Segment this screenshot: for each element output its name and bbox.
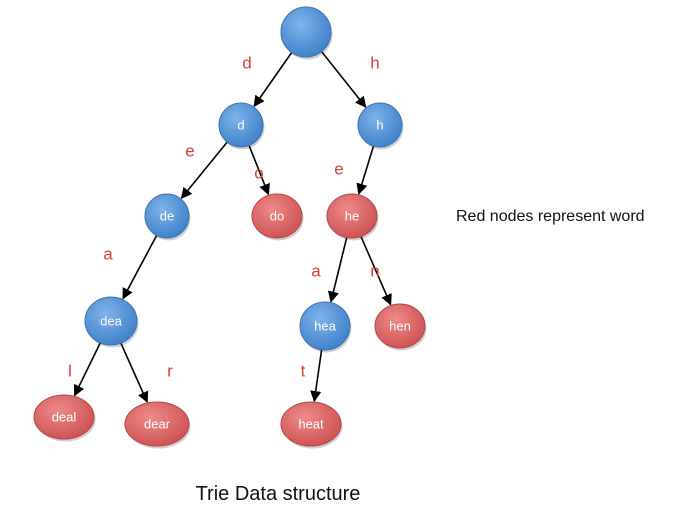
edge-d-de: [180, 141, 228, 200]
node-d-shape: [218, 102, 264, 148]
node-label-d: d: [237, 117, 244, 132]
node-label-dear: dear: [144, 416, 171, 431]
edge-label-de-dea: a: [103, 244, 113, 263]
edge-label-d-de: e: [185, 141, 194, 160]
node-label-he: he: [345, 208, 359, 223]
edge-label-root-d: d: [242, 53, 251, 72]
node-label-hea: hea: [314, 318, 336, 333]
node-h-shape: [357, 102, 403, 148]
node-de-shape: [144, 193, 190, 239]
node-label-heat: heat: [298, 416, 324, 431]
legend-text: Red nodes represent word: [456, 208, 645, 225]
node-label-deal: deal: [52, 409, 77, 424]
diagram-caption: Trie Data structure: [195, 483, 361, 505]
edge-label-hea-heat: t: [301, 361, 306, 380]
node-de: de: [144, 193, 191, 241]
node-heat: heat: [280, 401, 343, 449]
node-root-shape: [280, 6, 332, 58]
edge-root-h: [320, 51, 367, 108]
node-dea: dea: [84, 296, 139, 348]
node-deal-shape: [33, 394, 95, 440]
node-he-shape: [326, 193, 378, 239]
edge-de-dea: [122, 235, 158, 300]
node-root: [280, 6, 333, 60]
node-deal: deal: [33, 394, 96, 442]
edge-label-dea-deal: l: [68, 361, 72, 380]
edge-d-do: [248, 145, 270, 196]
edge-h-he: [356, 145, 375, 195]
node-dear: dear: [124, 401, 191, 449]
node-label-dea: dea: [100, 313, 122, 328]
node-h: h: [357, 102, 404, 150]
edge-label-root-h: h: [370, 53, 379, 72]
node-hea: hea: [299, 301, 352, 353]
edge-label-he-hen: n: [370, 261, 379, 280]
edge-label-d-do: o: [254, 163, 263, 182]
edge-label-h-he: e: [334, 159, 343, 178]
node-hea-shape: [299, 301, 351, 351]
node-do-shape: [251, 193, 303, 239]
node-dea-shape: [84, 296, 138, 346]
edge-he-hen: [360, 236, 392, 306]
node-d: d: [218, 102, 265, 150]
node-he: he: [326, 193, 379, 241]
edge-dea-deal: [73, 342, 102, 397]
node-label-do: do: [270, 208, 284, 223]
edge-label-he-hea: a: [311, 261, 321, 280]
node-hen-shape: [374, 303, 426, 349]
node-dear-shape: [124, 401, 190, 447]
node-heat-shape: [280, 401, 342, 447]
edge-dea-dear: [120, 342, 149, 404]
edge-root-d: [253, 52, 293, 108]
edge-label-dea-dear: r: [167, 361, 173, 380]
edge-he-hea: [327, 237, 348, 303]
node-label-de: de: [160, 208, 174, 223]
node-label-h: h: [376, 117, 383, 132]
node-label-hen: hen: [389, 318, 411, 333]
node-hen: hen: [374, 303, 427, 351]
edge-hea-heat: [310, 349, 323, 403]
node-do: do: [251, 193, 304, 241]
